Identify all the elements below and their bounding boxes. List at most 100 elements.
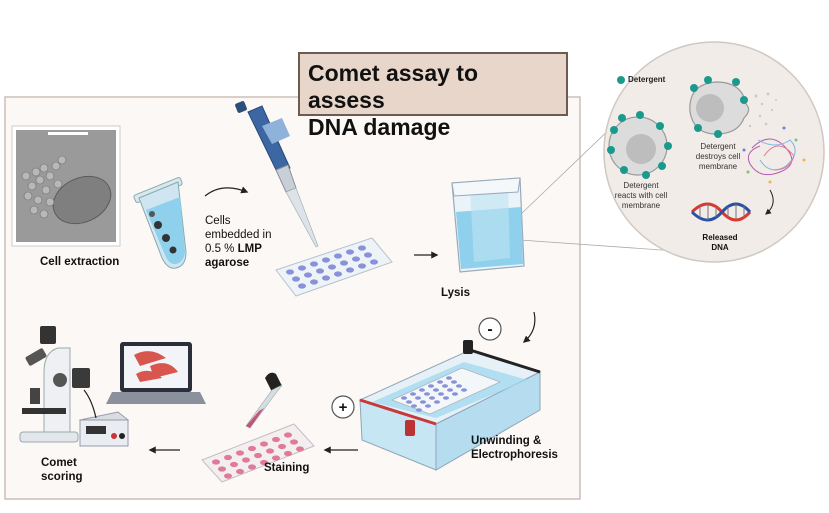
well — [328, 264, 336, 270]
well — [266, 448, 274, 454]
well — [290, 439, 298, 445]
well — [248, 464, 256, 470]
detergent-dot — [642, 171, 650, 179]
well — [358, 245, 366, 251]
detergent-dot — [620, 166, 628, 174]
well — [310, 279, 318, 285]
stained-wells — [212, 432, 304, 479]
microscope — [19, 326, 90, 443]
well — [296, 446, 304, 452]
zoom-line-bottom — [519, 239, 691, 253]
well — [272, 455, 280, 461]
title-line-2: DNA damage — [308, 114, 451, 140]
title-line-1: Comet assay to assess — [308, 60, 479, 113]
label-unwinding: Unwinding & Electrophoresis — [471, 435, 558, 461]
well — [442, 384, 448, 388]
detergent-molecules-2 — [690, 76, 748, 138]
well — [284, 432, 292, 438]
detergent-dot — [704, 76, 712, 84]
detergent-dot — [664, 142, 672, 150]
well — [446, 376, 452, 380]
well — [443, 396, 449, 400]
well — [334, 271, 342, 277]
well — [340, 260, 348, 266]
label-comet-scoring: Comet scoring — [41, 457, 83, 483]
detergent-dot — [690, 84, 698, 92]
title-box: Comet assay to assess DNA damage — [298, 52, 568, 140]
lysing-cell — [689, 81, 777, 135]
detergent-dot — [694, 124, 702, 132]
well — [437, 380, 443, 384]
well — [304, 272, 312, 278]
well — [316, 268, 324, 274]
well — [224, 473, 232, 479]
well — [419, 388, 425, 392]
arrow-to-released-dna — [765, 189, 774, 215]
cell-micrograph — [11, 125, 121, 247]
well — [346, 249, 354, 255]
detergent-dot — [656, 122, 664, 130]
pipette — [235, 101, 319, 248]
well — [346, 267, 354, 273]
negative-electrode-badge — [478, 317, 502, 341]
well — [298, 283, 306, 289]
well — [429, 396, 435, 400]
well — [286, 269, 294, 275]
power-supply — [78, 389, 130, 447]
well — [434, 400, 440, 404]
detergent-dot — [607, 146, 615, 154]
well — [278, 443, 286, 450]
detergent-dot — [740, 96, 748, 104]
detergent-legend-dot — [617, 76, 625, 84]
well — [254, 452, 262, 459]
well — [370, 259, 378, 265]
well — [401, 396, 407, 400]
well — [406, 400, 412, 404]
well — [322, 257, 330, 263]
well — [248, 445, 256, 452]
well — [352, 256, 360, 262]
well — [447, 388, 453, 392]
well — [334, 253, 342, 259]
detergent-dot — [618, 114, 626, 122]
well — [416, 408, 422, 412]
well — [358, 263, 366, 269]
well — [451, 380, 457, 384]
well — [272, 436, 280, 443]
positive-electrode-badge — [331, 395, 355, 419]
well — [212, 459, 220, 465]
well — [292, 276, 300, 282]
well — [420, 400, 426, 404]
well — [425, 404, 431, 408]
slide-wells — [286, 245, 378, 289]
well — [224, 454, 232, 461]
well — [236, 450, 244, 456]
well — [284, 450, 292, 457]
lysis-beaker — [451, 177, 525, 273]
arrow-to-pipette — [204, 186, 249, 197]
detergent-dot — [636, 111, 644, 119]
well — [452, 392, 458, 396]
well — [424, 392, 430, 396]
negative-electrode-label: - — [487, 321, 492, 338]
well — [260, 441, 268, 447]
detergent-dot — [732, 78, 740, 86]
well — [433, 388, 439, 392]
well — [410, 392, 416, 396]
well — [230, 461, 238, 468]
detergent-molecules — [607, 111, 672, 179]
label-detergent: Detergent — [628, 75, 666, 84]
well — [310, 261, 318, 267]
well — [461, 388, 467, 392]
label-detergent-destroys: Detergent destroys cell membrane — [695, 142, 741, 171]
sample-tube — [133, 177, 187, 269]
detergent-dot — [714, 130, 722, 138]
laptop — [106, 342, 206, 404]
arrow-to-electrophoresis — [522, 311, 536, 343]
well — [415, 396, 421, 400]
detergent-dot — [610, 126, 618, 134]
well — [218, 466, 226, 472]
well — [260, 459, 268, 466]
detergent-dot — [658, 162, 666, 170]
